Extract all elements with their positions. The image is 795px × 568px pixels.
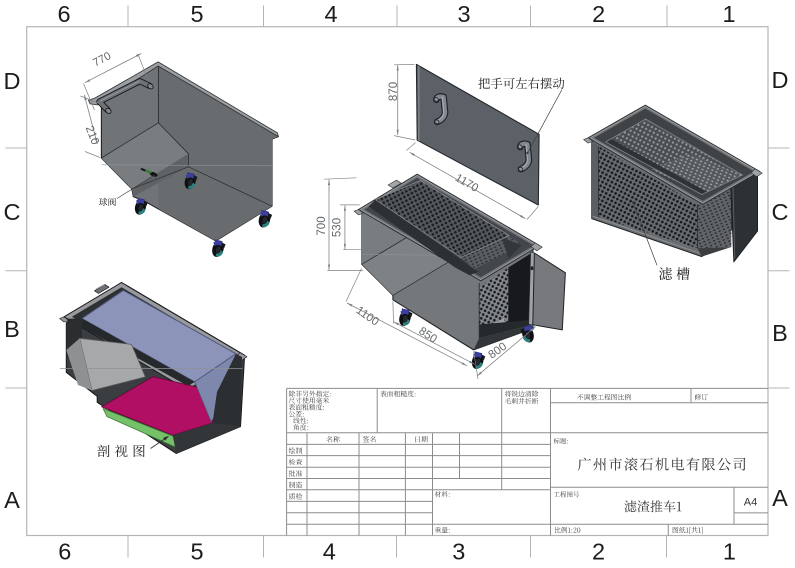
svg-text:B: B bbox=[4, 316, 20, 342]
svg-text:6: 6 bbox=[58, 539, 71, 564]
svg-text:2: 2 bbox=[592, 539, 605, 564]
svg-text:5: 5 bbox=[190, 539, 203, 564]
svg-text:5: 5 bbox=[190, 1, 203, 27]
svg-text:1: 1 bbox=[722, 1, 735, 27]
svg-text:C: C bbox=[772, 199, 789, 225]
svg-text:4: 4 bbox=[324, 1, 337, 27]
svg-text:A: A bbox=[772, 485, 788, 511]
svg-text:2: 2 bbox=[592, 1, 605, 27]
svg-text:D: D bbox=[772, 67, 789, 93]
svg-text:C: C bbox=[4, 199, 21, 225]
svg-text:3: 3 bbox=[457, 1, 470, 27]
svg-text:530: 530 bbox=[332, 218, 344, 237]
svg-text:6: 6 bbox=[57, 1, 70, 27]
svg-text:3: 3 bbox=[452, 539, 465, 564]
svg-text:4: 4 bbox=[323, 539, 336, 564]
svg-text:A: A bbox=[4, 487, 20, 513]
svg-text:A4: A4 bbox=[744, 497, 757, 509]
svg-text:D: D bbox=[4, 68, 21, 94]
svg-text:700: 700 bbox=[316, 216, 328, 235]
svg-text:B: B bbox=[772, 320, 788, 346]
svg-text:1: 1 bbox=[723, 539, 736, 564]
svg-text:870: 870 bbox=[388, 82, 400, 101]
